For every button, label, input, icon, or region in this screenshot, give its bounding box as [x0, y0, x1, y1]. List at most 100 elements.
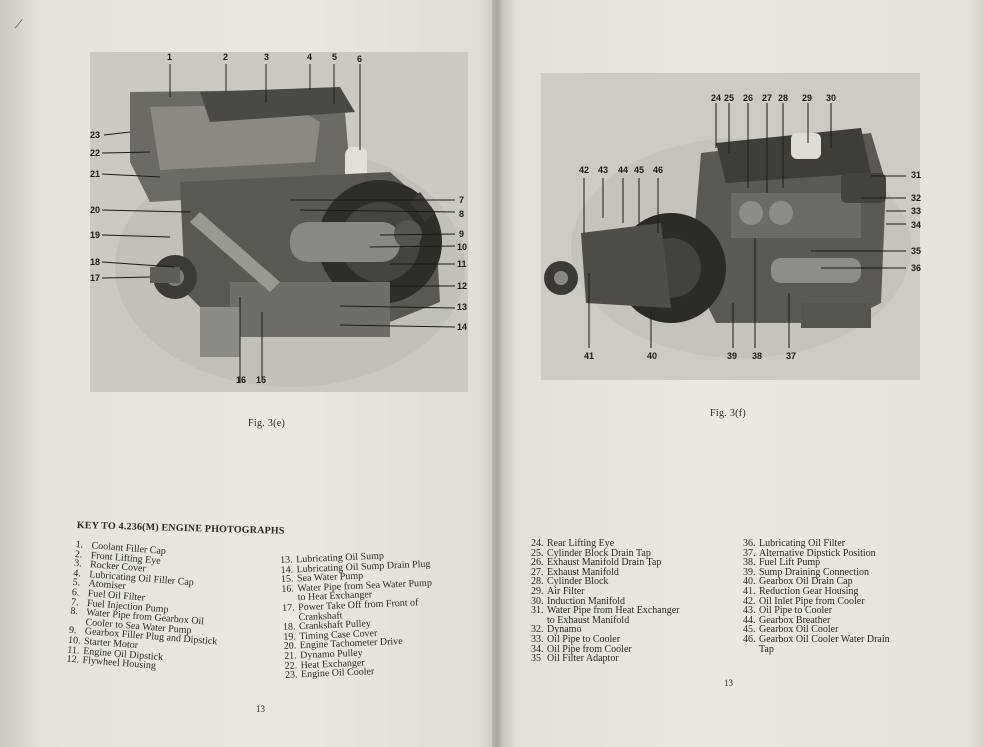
- key-item-label: Water Pipe from Heat Exchanger: [547, 605, 680, 617]
- key-item-continuation: to Exhaust Manifold: [531, 614, 679, 626]
- key-item: 31.Water Pipe from Heat Exchanger: [531, 606, 679, 616]
- callout-25: 25: [724, 93, 735, 103]
- key-item-label: Alternative Dipstick Position: [759, 547, 876, 559]
- callout-7: 7: [459, 195, 465, 205]
- key-item-number: 25.: [531, 547, 544, 559]
- callout-17: 17: [90, 273, 101, 283]
- figure-caption-3f: Fig. 3(f): [710, 408, 747, 419]
- callout-35: 35: [911, 246, 922, 256]
- callout-26: 26: [743, 93, 754, 103]
- key-item: 45.Gearbox Oil Cooler: [743, 625, 890, 635]
- callout-44: 44: [618, 165, 629, 175]
- key-item-label: Fuel Lift Pump: [759, 557, 821, 569]
- key-item-number: 41.: [743, 585, 756, 597]
- callout-22: 22: [90, 148, 101, 158]
- callout-38: 38: [752, 351, 763, 361]
- key-item-label: Gearbox Oil Cooler Water Drain: [759, 633, 890, 645]
- callout-9: 9: [459, 229, 465, 239]
- callout-42: 42: [579, 165, 590, 175]
- key-item-number: 36.: [743, 538, 756, 549]
- key-item-label: Rear Lifting Eye: [547, 538, 615, 549]
- key-item: 36.Lubricating Oil Filter: [743, 539, 890, 549]
- key-item-number: 46.: [743, 633, 756, 645]
- key-item-number: 26.: [531, 557, 544, 569]
- callout-28: 28: [778, 93, 789, 103]
- key-item-label: Air Filter: [547, 585, 585, 597]
- key-item-number: 42.: [743, 595, 756, 607]
- callout-19: 19: [90, 230, 101, 240]
- key-item-number: 45.: [743, 624, 756, 636]
- key-item-continuation: Tap: [743, 643, 890, 655]
- key-item-label-continued: Tap: [759, 643, 774, 655]
- key-item: 28.Cylinder Block: [531, 577, 679, 587]
- key-item: 40.Gearbox Oil Drain Cap: [743, 577, 890, 587]
- key-item: 43.Oil Pipe to Cooler: [743, 606, 890, 616]
- callout-14: 14: [457, 322, 468, 332]
- key-item-label: Oil Pipe to Cooler: [759, 605, 833, 617]
- key-item: 42.Oil Inlet Pipe from Cooler: [743, 595, 890, 607]
- key-item-number: 39.: [743, 566, 756, 578]
- callout-1: 1: [167, 52, 173, 62]
- key-item-number: 40.: [743, 576, 756, 588]
- book-gutter: [492, 0, 502, 747]
- figure-caption-3e: Fig. 3(e): [248, 418, 286, 429]
- key-item: 30.Induction Manifold: [531, 595, 679, 607]
- key-item-label: Gearbox Oil Cooler: [759, 624, 839, 636]
- callout-12: 12: [457, 281, 468, 291]
- callout-33: 33: [911, 206, 922, 216]
- key-item: 32.Dynamo: [531, 625, 679, 635]
- key-item-label: Sump Draining Connection: [759, 566, 869, 578]
- key-item-label: Oil Pipe from Cooler: [547, 643, 632, 655]
- key-item-number: 30.: [531, 595, 544, 607]
- callout-30: 30: [826, 93, 837, 103]
- key-item-number: 43.: [743, 605, 756, 617]
- key-item: 38.Fuel Lift Pump: [743, 558, 890, 568]
- engine-photo-fig-3f: [541, 73, 920, 380]
- key-item: 24.Rear Lifting Eye: [531, 539, 679, 549]
- callout-16: 16: [236, 375, 247, 385]
- callout-20: 20: [90, 205, 101, 215]
- engine-illustration-3f: [541, 73, 920, 380]
- callout-15: 15: [256, 375, 267, 385]
- key-item: 34.Oil Pipe from Cooler: [531, 643, 679, 655]
- callout-37: 37: [786, 351, 797, 361]
- callout-13: 13: [457, 302, 468, 312]
- callout-8: 8: [459, 209, 465, 219]
- key-item-number: 32.: [531, 624, 544, 636]
- callout-43: 43: [598, 165, 609, 175]
- key-item: 29.Air Filter: [531, 585, 679, 597]
- callout-45: 45: [634, 165, 645, 175]
- key-item-number: 34.: [531, 643, 544, 655]
- key-item: 39.Sump Draining Connection: [743, 566, 890, 578]
- key-item-number: 27.: [531, 566, 544, 578]
- key-item-number: 23.: [284, 669, 298, 682]
- callout-3: 3: [264, 52, 270, 62]
- key-item-label: Gearbox Breather: [759, 614, 831, 626]
- key-item-number: 38.: [743, 557, 756, 569]
- key-item: 25.Cylinder Block Drain Tap: [531, 547, 679, 559]
- key-item-label: Lubricating Oil Filter: [759, 538, 846, 549]
- key-item-label: Gearbox Oil Drain Cap: [759, 576, 853, 588]
- key-item-label: Oil Pipe to Cooler: [547, 633, 621, 645]
- key-item-number: 44.: [743, 614, 756, 626]
- key-item-label: Oil Filter Adaptor: [547, 653, 619, 665]
- callout-41: 41: [584, 351, 595, 361]
- key-item-label-continued: to Exhaust Manifold: [547, 614, 630, 626]
- callout-18: 18: [90, 257, 101, 267]
- key-item-label: Cylinder Block: [547, 576, 609, 588]
- callout-39: 39: [727, 351, 738, 361]
- key-item-number: 33.: [531, 633, 544, 645]
- key-item-label: Exhaust Manifold: [547, 566, 619, 578]
- key-item: 44.Gearbox Breather: [743, 614, 890, 626]
- callout-21: 21: [90, 169, 101, 179]
- callout-2: 2: [223, 52, 229, 62]
- page-number-right: 13: [724, 678, 733, 688]
- key-item-number: 37.: [743, 547, 756, 559]
- key-item: 41.Reduction Gear Housing: [743, 585, 890, 597]
- callout-4: 4: [307, 52, 313, 62]
- key-item-number: 12.: [66, 653, 80, 666]
- callout-31: 31: [911, 170, 922, 180]
